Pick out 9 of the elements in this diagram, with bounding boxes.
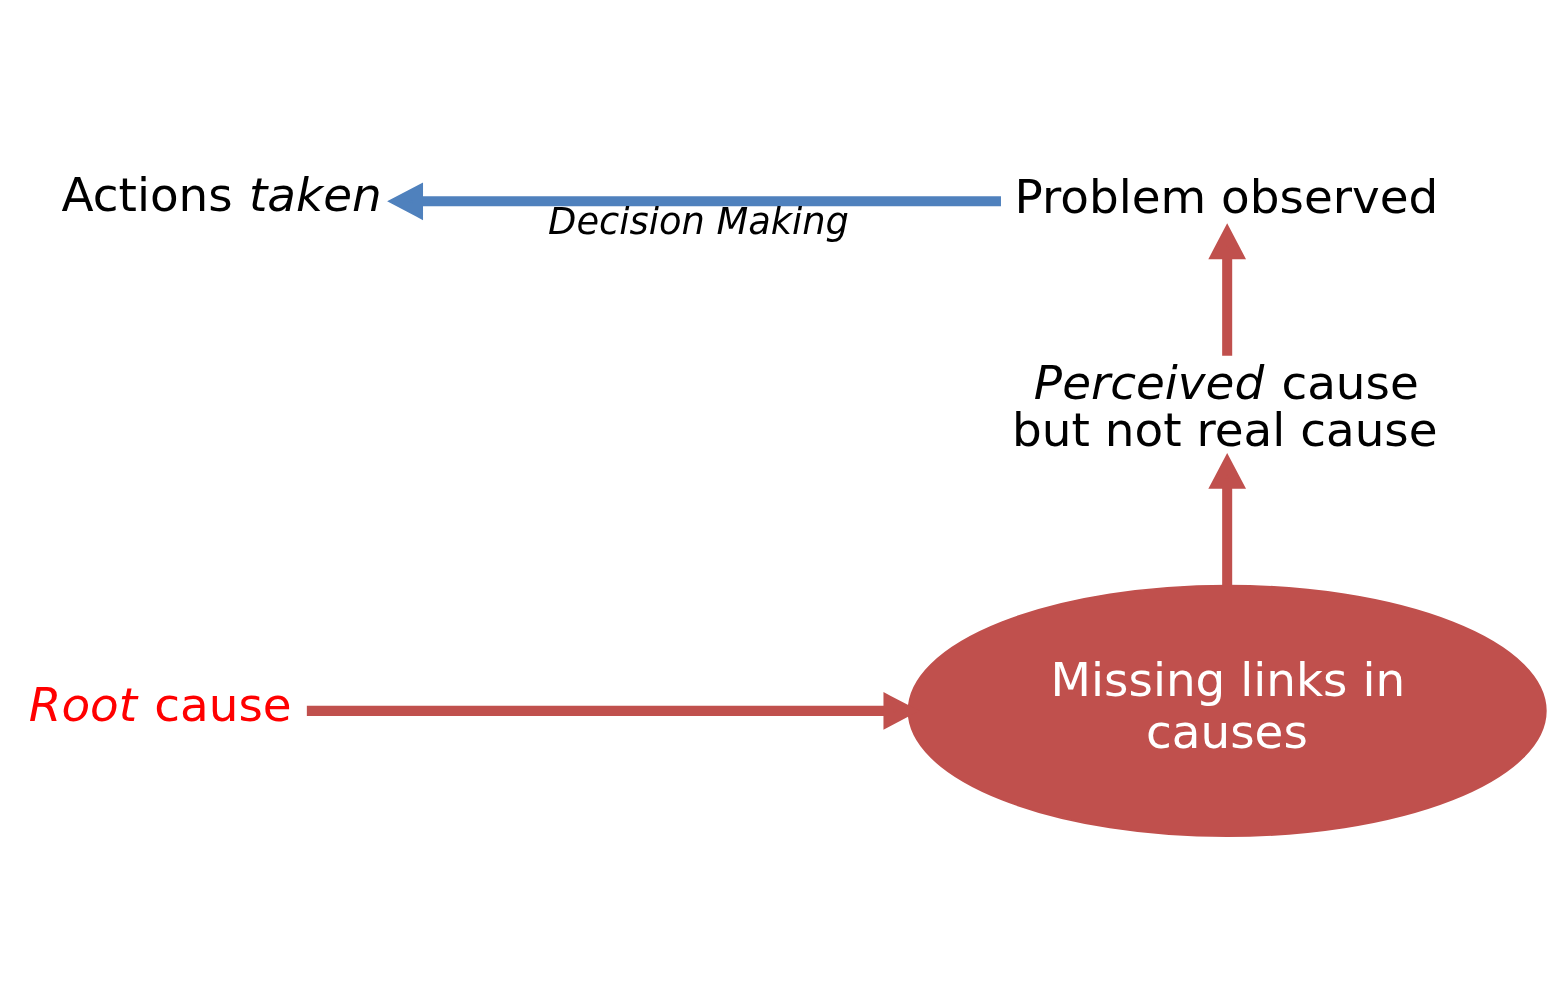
node-ellipse: Missing links in causes [907, 584, 1547, 838]
arrow [1208, 223, 1247, 356]
arrow [387, 182, 1001, 221]
node-text: Root cause [28, 677, 292, 732]
edge-label: Decision Making [548, 200, 849, 244]
node-text: Perceived cause but not real cause [1012, 355, 1438, 457]
node-text: Problem observed [1014, 169, 1439, 224]
node-text: Actions taken [61, 168, 382, 223]
arrow [1208, 452, 1247, 586]
